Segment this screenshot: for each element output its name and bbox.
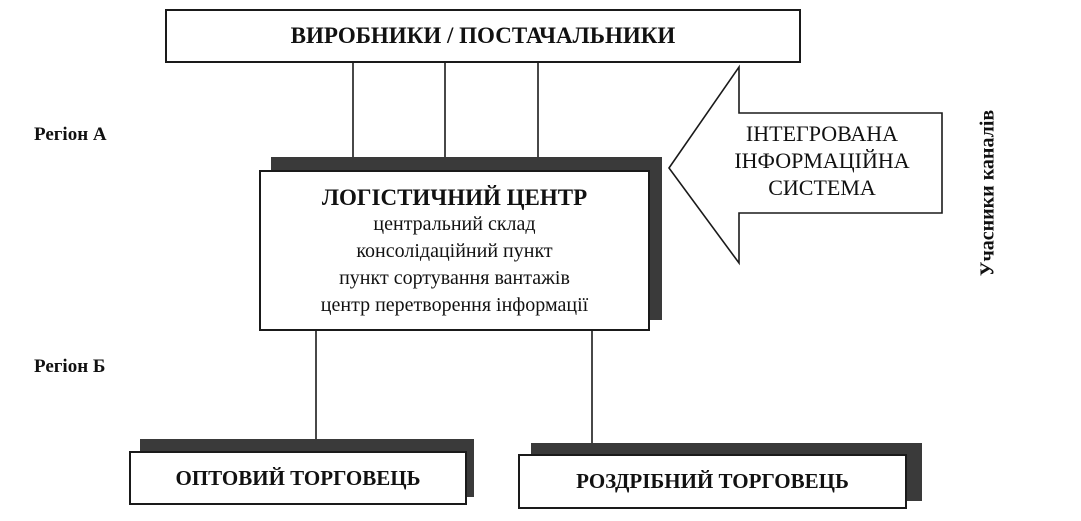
suppliers-box: ВИРОБНИКИ / ПОСТАЧАЛЬНИКИ <box>165 9 801 63</box>
logistics-center-line: пункт сортування вантажів <box>339 267 570 289</box>
logistics-center-box: ЛОГІСТИЧНИЙ ЦЕНТР центральний склад конс… <box>259 170 650 331</box>
channel-participants-label: Учасники каналів <box>976 109 999 277</box>
logistics-center-line: центр перетворення інформації <box>320 294 589 316</box>
info-system-arrow-shape <box>668 64 943 266</box>
retailer-label: РОЗДРІБНИЙ ТОРГОВЕЦЬ <box>576 469 849 493</box>
region-a-label: Регіон А <box>34 124 107 145</box>
logistics-center-line: консолідаційний пункт <box>356 240 553 262</box>
wholesaler-label: ОПТОВИЙ ТОРГОВЕЦЬ <box>175 465 421 490</box>
logistics-center-line: центральний склад <box>373 213 536 235</box>
suppliers-label: ВИРОБНИКИ / ПОСТАЧАЛЬНИКИ <box>290 23 676 48</box>
retailer-box: РОЗДРІБНИЙ ТОРГОВЕЦЬ <box>518 454 907 509</box>
wholesaler-box: ОПТОВИЙ ТОРГОВЕЦЬ <box>129 451 467 505</box>
region-b-label: Регіон Б <box>34 356 106 377</box>
info-system-line: ІНФОРМАЦІЙНА <box>734 148 910 173</box>
info-system-line: СИСТЕМА <box>768 175 876 200</box>
logistics-center-title: ЛОГІСТИЧНИЙ ЦЕНТР <box>321 185 588 210</box>
info-system-line: ІНТЕГРОВАНА <box>745 121 899 146</box>
info-system-label: ІНТЕГРОВАНА ІНФОРМАЦІЙНА СИСТЕМА <box>717 120 927 201</box>
